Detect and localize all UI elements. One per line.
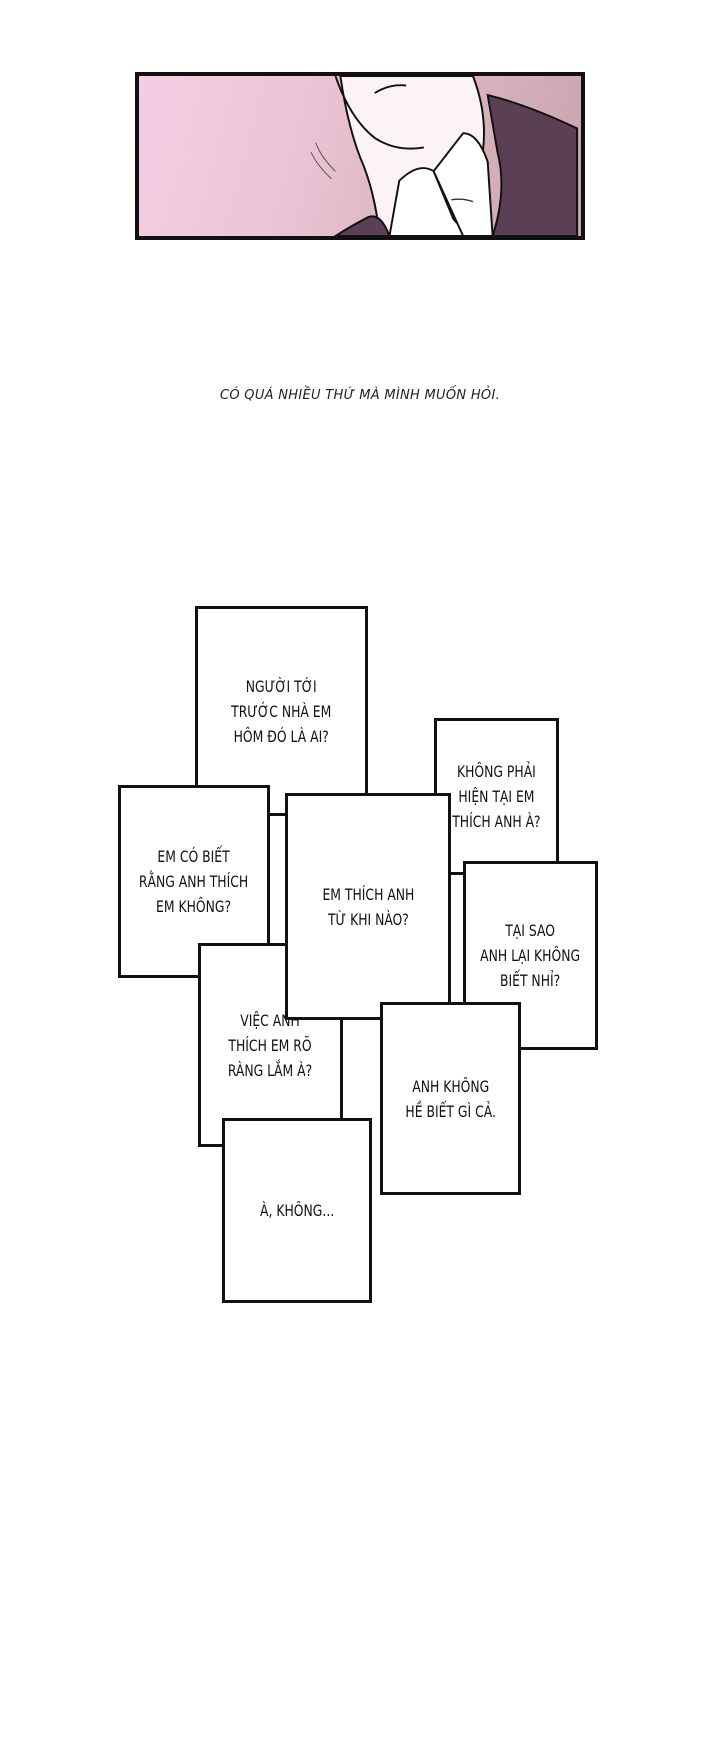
card-text: NGƯỜI TỚI TRƯỚC NHÀ EM HÔM ĐÓ LÀ AI? [231,676,332,746]
question-card-6: VIỆC ANH THÍCH EM RÕ RÀNG LẮM À? [198,943,343,1147]
question-card-4: EM THÍCH ANH TỪ KHI NÀO? [285,793,451,1020]
card-text: ANH KHÔNG HỀ BIẾT GÌ CẢ. [405,1076,496,1121]
card-text: EM CÓ BIẾT RẰNG ANH THÍCH EM KHÔNG? [139,847,249,916]
question-card-7: ANH KHÔNG HỀ BIẾT GÌ CẢ. [380,1002,521,1195]
question-card-2: KHÔNG PHẢI HIỆN TẠI EM THÍCH ANH À? [434,718,559,875]
card-text: À, KHÔNG... [259,1201,335,1220]
character-neck-illustration [310,76,579,236]
card-text: KHÔNG PHẢI HIỆN TẠI EM THÍCH ANH À? [452,762,541,831]
illustration-panel [135,72,585,240]
question-card-8: À, KHÔNG... [222,1118,372,1303]
card-text: TẠI SAO ANH LẠI KHÔNG BIẾT NHỈ? [480,921,581,990]
narration-text: CÓ QUÁ NHIỀU THỨ MÀ MÌNH MUỐN HỎI. [219,388,501,403]
question-card-3: EM CÓ BIẾT RẰNG ANH THÍCH EM KHÔNG? [118,785,270,978]
question-card-1: NGƯỜI TỚI TRƯỚC NHÀ EM HÔM ĐÓ LÀ AI? [195,606,368,816]
card-text: EM THÍCH ANH TỪ KHI NÀO? [322,884,414,929]
